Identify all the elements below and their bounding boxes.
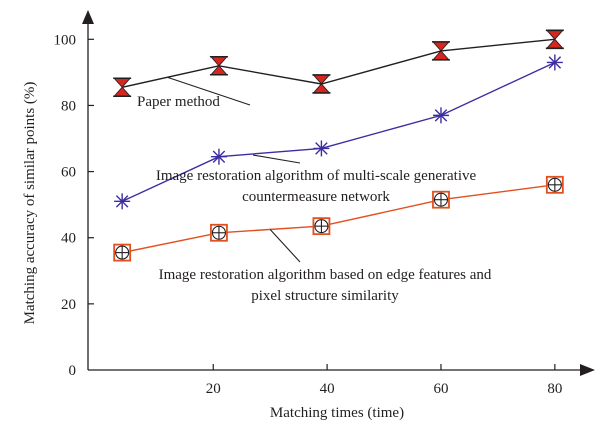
series-1-point	[209, 55, 228, 76]
series-1-point	[113, 77, 132, 98]
x-axis-title: Matching times (time)	[270, 405, 404, 421]
marker-stroke	[548, 56, 562, 69]
marker-top-triangle	[431, 41, 450, 52]
series-2-point	[432, 107, 449, 124]
annotation-leaders	[167, 76, 301, 263]
annotation-2-line: countermeasure network	[242, 189, 390, 205]
marker-stroke	[212, 150, 226, 163]
series-lines	[121, 38, 556, 254]
x-axis-arrowhead	[580, 364, 595, 376]
x-tick-label: 40	[320, 381, 335, 397]
marker-stroke	[315, 142, 328, 155]
y-tick-label: 40	[61, 231, 76, 247]
x-tick-label: 20	[206, 381, 221, 397]
annotation-leader-1	[167, 76, 251, 106]
x-ticks: 20 40 60 80	[206, 364, 562, 397]
series-1-point	[431, 41, 450, 61]
annotation-3-line: Image restoration algorithm based on edg…	[159, 267, 492, 283]
annotation-leader-3	[269, 229, 301, 263]
annotation-1-line: Paper method	[137, 94, 220, 110]
y-axis-title: Matching accuracy of similar points (%)	[22, 82, 38, 325]
axes	[82, 10, 595, 376]
series-3-point	[545, 175, 564, 194]
series-3-point	[432, 190, 450, 209]
marker-stroke	[434, 109, 448, 122]
y-axis-arrowhead	[82, 10, 94, 24]
series-2-point	[114, 193, 131, 210]
y-tick-label: 60	[61, 165, 76, 181]
series-3-point	[113, 243, 132, 262]
y-tick-label: 0	[69, 363, 77, 379]
y-ticks: 0 20 40 60 80 100	[54, 32, 94, 379]
marker-bottom-triangle	[113, 86, 132, 97]
annotation-leader-2	[253, 154, 301, 164]
marker-bottom-triangle	[312, 83, 331, 94]
marker-bottom-triangle	[545, 38, 564, 49]
series-2-point	[546, 54, 563, 71]
series-markers	[113, 29, 564, 262]
series-1-point	[312, 74, 331, 94]
y-tick-label: 20	[61, 297, 76, 313]
annotation-2-line: Image restoration algorithm of multi-sca…	[156, 168, 477, 184]
marker-stroke	[115, 195, 129, 208]
x-tick-label: 60	[433, 381, 448, 397]
series-3-point	[210, 223, 228, 242]
series-line-1	[122, 38, 555, 88]
series-3-point	[312, 217, 331, 236]
annotation-3-line: pixel structure similarity	[251, 288, 399, 304]
series-1-point	[545, 29, 564, 50]
marker-top-triangle	[209, 56, 228, 67]
marker-top-triangle	[545, 29, 564, 40]
series-2-point	[313, 140, 330, 157]
series-2-point	[210, 148, 227, 165]
y-tick-label: 80	[61, 98, 76, 114]
x-tick-label: 80	[547, 381, 562, 397]
y-tick-label: 100	[54, 32, 77, 48]
